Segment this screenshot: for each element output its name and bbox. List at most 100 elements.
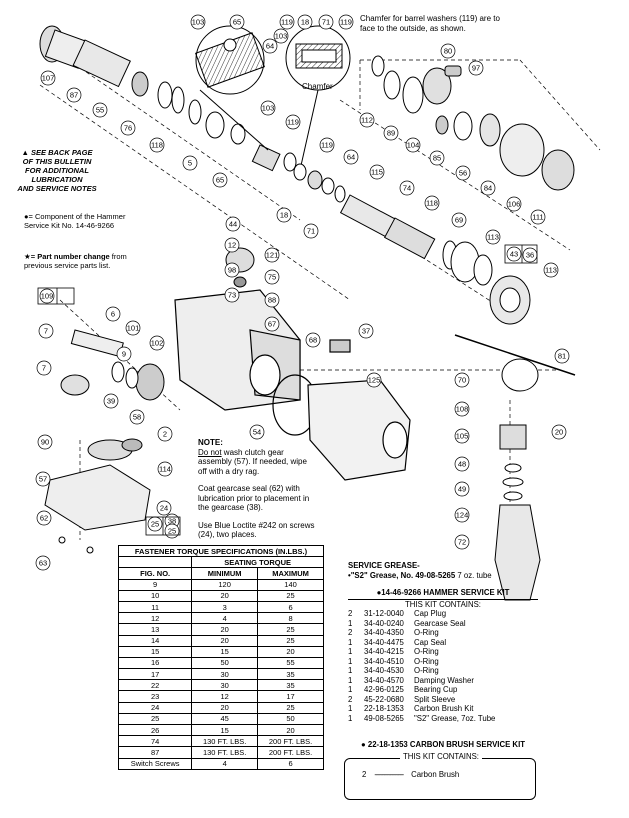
part-callout: 64 <box>343 149 359 165</box>
torque-cell: 8 <box>257 612 324 625</box>
torque-cell: 15 <box>191 645 259 658</box>
torque-cell: 200 FT. LBS. <box>257 735 324 748</box>
callout-circle <box>451 212 467 228</box>
callout-circle <box>38 323 54 339</box>
kit-cell: 1 <box>348 637 353 647</box>
callout-circle <box>530 209 546 225</box>
boxed-part-labels <box>37 244 538 536</box>
callout-number: 113 <box>487 233 499 242</box>
part-callout: 124 <box>454 507 470 523</box>
part-callout: 7 <box>36 360 52 376</box>
assembly-notes: NOTE: Do not wash clutch gear assembly (… <box>198 438 316 540</box>
kit-cell: O-Ring <box>414 647 439 656</box>
part-callout: 103 <box>190 14 206 30</box>
callout-circle <box>120 120 136 136</box>
callout-number: 12 <box>228 241 236 250</box>
callout-circle <box>440 43 456 59</box>
torque-cell: 20 <box>257 645 324 658</box>
part-callout: 121 <box>264 247 280 263</box>
part-callout: 102 <box>149 335 165 351</box>
torque-cell: 16 <box>117 656 193 670</box>
callout-circle <box>190 14 206 30</box>
callout-circle <box>249 424 265 440</box>
torque-cell: 25 <box>257 634 324 647</box>
torque-cell: 4 <box>191 612 259 625</box>
callout-circle <box>454 456 470 472</box>
callout-number: 9 <box>122 350 126 359</box>
callout-circle <box>92 102 108 118</box>
kit-cell: 2 <box>348 609 353 618</box>
part-callout: 6 <box>105 306 121 322</box>
torque-cell: 130 FT. LBS. <box>191 746 259 759</box>
torque-cell: 35 <box>257 679 324 692</box>
lubrication-side-note: ▲ SEE BACK PAGE OF THIS BULLETIN FOR ADD… <box>14 148 100 193</box>
callout-number: 65 <box>233 18 241 27</box>
torque-cell: 9 <box>117 578 193 591</box>
torque-cell: 35 <box>257 668 324 681</box>
torque-cell: 24 <box>117 701 193 714</box>
part-callout: 75 <box>264 269 280 285</box>
note-1: Do not wash clutch gear assembly (57). I… <box>198 447 307 476</box>
callout-number: 72 <box>458 538 466 547</box>
torque-cell: 11 <box>117 600 193 614</box>
part-callout: 115 <box>369 164 385 180</box>
part-callout: 109 <box>39 288 55 304</box>
callout-number: 70 <box>458 376 466 385</box>
callout-circle <box>156 500 172 516</box>
callout-circle <box>454 507 470 523</box>
callout-number: 71 <box>307 227 315 236</box>
part-callout: 106 <box>506 196 522 212</box>
part-callout: 114 <box>157 461 173 477</box>
callout-number: 38 <box>168 517 176 526</box>
callout-number: 54 <box>253 428 261 437</box>
callout-number: 49 <box>458 485 466 494</box>
torque-cell: 6 <box>257 757 324 770</box>
callout-number: 87 <box>70 91 78 100</box>
torque-cell: 140 <box>257 578 324 591</box>
kit-cell: Cap Seal <box>414 637 447 647</box>
callout-number: 7 <box>44 327 48 336</box>
part-callout: 105 <box>454 428 470 444</box>
callout-number: 71 <box>322 18 330 27</box>
part-callout: 5 <box>182 155 198 171</box>
component-symbol: ● <box>24 212 29 221</box>
barrel-group <box>371 55 575 191</box>
legend-change: ★= Part number change from previous serv… <box>24 252 144 270</box>
part-callout: 104 <box>405 137 421 153</box>
callout-circle <box>554 348 570 364</box>
kit-cell: 34-40-4350 <box>364 628 404 637</box>
torque-cell: 3 <box>191 600 259 614</box>
part-callout: 112 <box>359 112 375 128</box>
part-callout: 89 <box>383 125 399 141</box>
torque-cell: 130 FT. LBS. <box>191 735 259 748</box>
callout-circle <box>37 434 53 450</box>
callout-circle <box>551 424 567 440</box>
torque-cell: 23 <box>117 690 193 703</box>
drive-components <box>283 152 531 325</box>
part-callout: 56 <box>455 165 471 181</box>
callout-circle <box>506 196 522 212</box>
kit-cell: Damping Washer <box>414 675 474 685</box>
callout-circle <box>66 87 82 103</box>
callout-circle <box>424 195 440 211</box>
callout-circle <box>260 100 276 116</box>
part-callout: 84 <box>480 180 496 196</box>
callout-number: 98 <box>228 266 236 275</box>
callout-number: 115 <box>371 168 383 177</box>
part-callout: 58 <box>129 409 145 425</box>
callout-number: 68 <box>309 336 317 345</box>
kit-cell: 1 <box>348 666 353 675</box>
part-callout: 71 <box>318 14 334 30</box>
callout-circle <box>116 346 132 362</box>
brush-qty: 2 <box>362 770 367 779</box>
torque-cell: 17 <box>257 690 324 703</box>
callout-circle <box>105 306 121 322</box>
part-callout: 81 <box>554 348 570 364</box>
part-callout: 18 <box>276 207 292 223</box>
part-callout: 2 <box>157 426 173 442</box>
